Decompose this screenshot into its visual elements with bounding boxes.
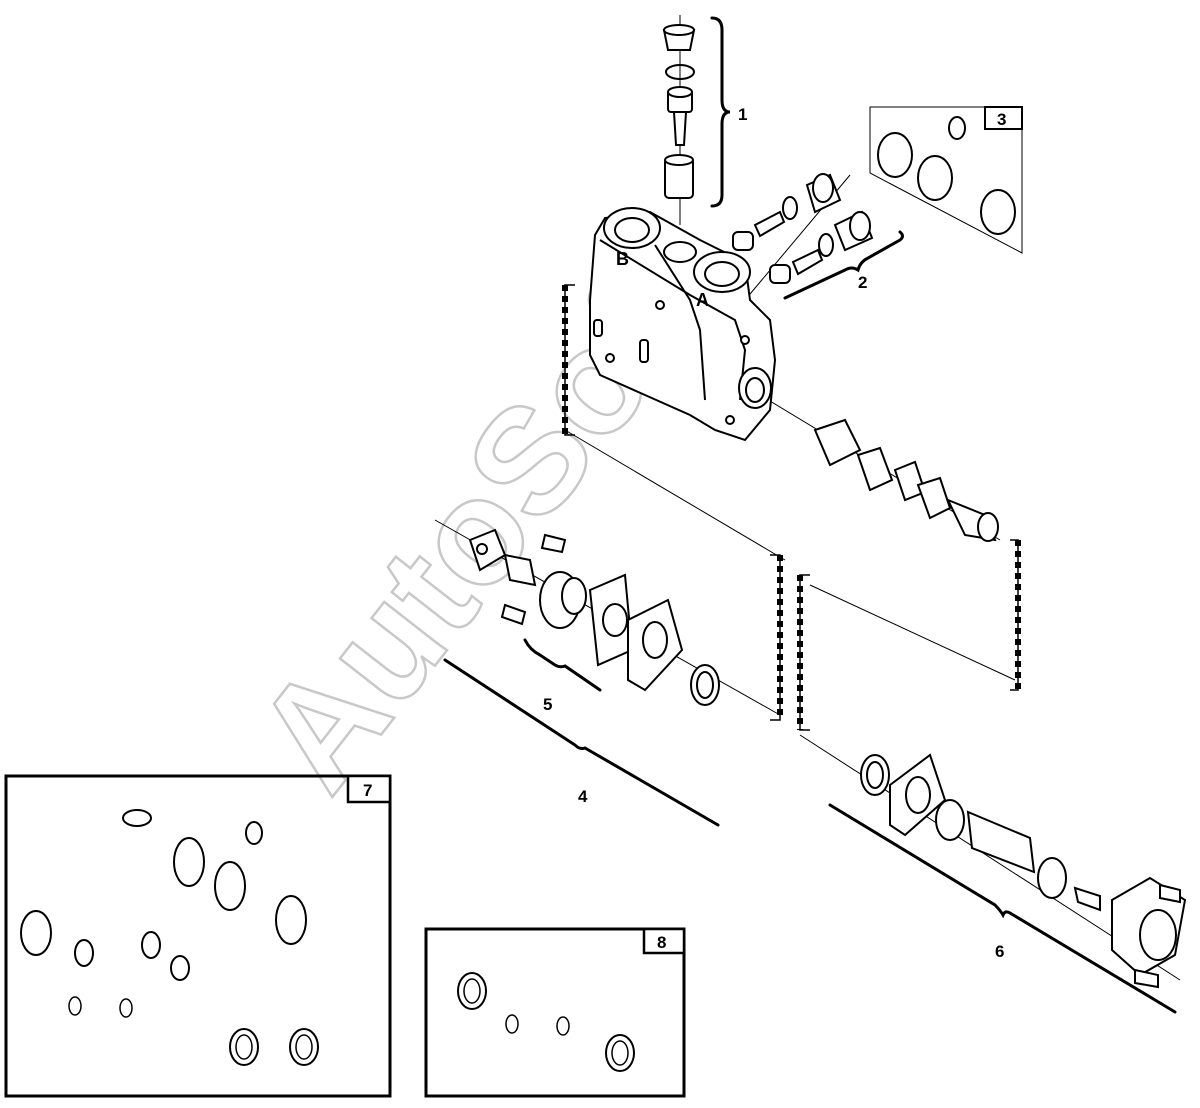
lever-side-parts xyxy=(468,528,720,706)
callout-labels: 1 2 3 4 5 6 7 8 xyxy=(363,105,1006,961)
callout-2: 2 xyxy=(858,273,867,292)
dashed-bracket-lines xyxy=(562,284,1021,731)
seal-kit-8 xyxy=(424,927,686,1098)
port-valves-group xyxy=(732,173,874,284)
valve-body xyxy=(589,207,777,442)
callout-6: 6 xyxy=(995,942,1004,961)
seal-kit-3 xyxy=(869,106,1023,254)
callout-4: 4 xyxy=(578,787,588,806)
relief-valve-group xyxy=(662,24,696,199)
svg-text:B: B xyxy=(616,249,629,269)
group-braces xyxy=(443,16,1177,1014)
port-labels: B A xyxy=(616,249,709,310)
callout-8: 8 xyxy=(657,933,666,952)
callout-7: 7 xyxy=(363,781,372,800)
callout-1: 1 xyxy=(738,105,747,124)
spring-side-parts xyxy=(860,753,1187,989)
seal-kit-7 xyxy=(4,774,392,1098)
svg-text:A: A xyxy=(696,290,709,310)
callout-3: 3 xyxy=(997,110,1006,129)
spool xyxy=(813,418,999,542)
callout-5: 5 xyxy=(543,695,552,714)
